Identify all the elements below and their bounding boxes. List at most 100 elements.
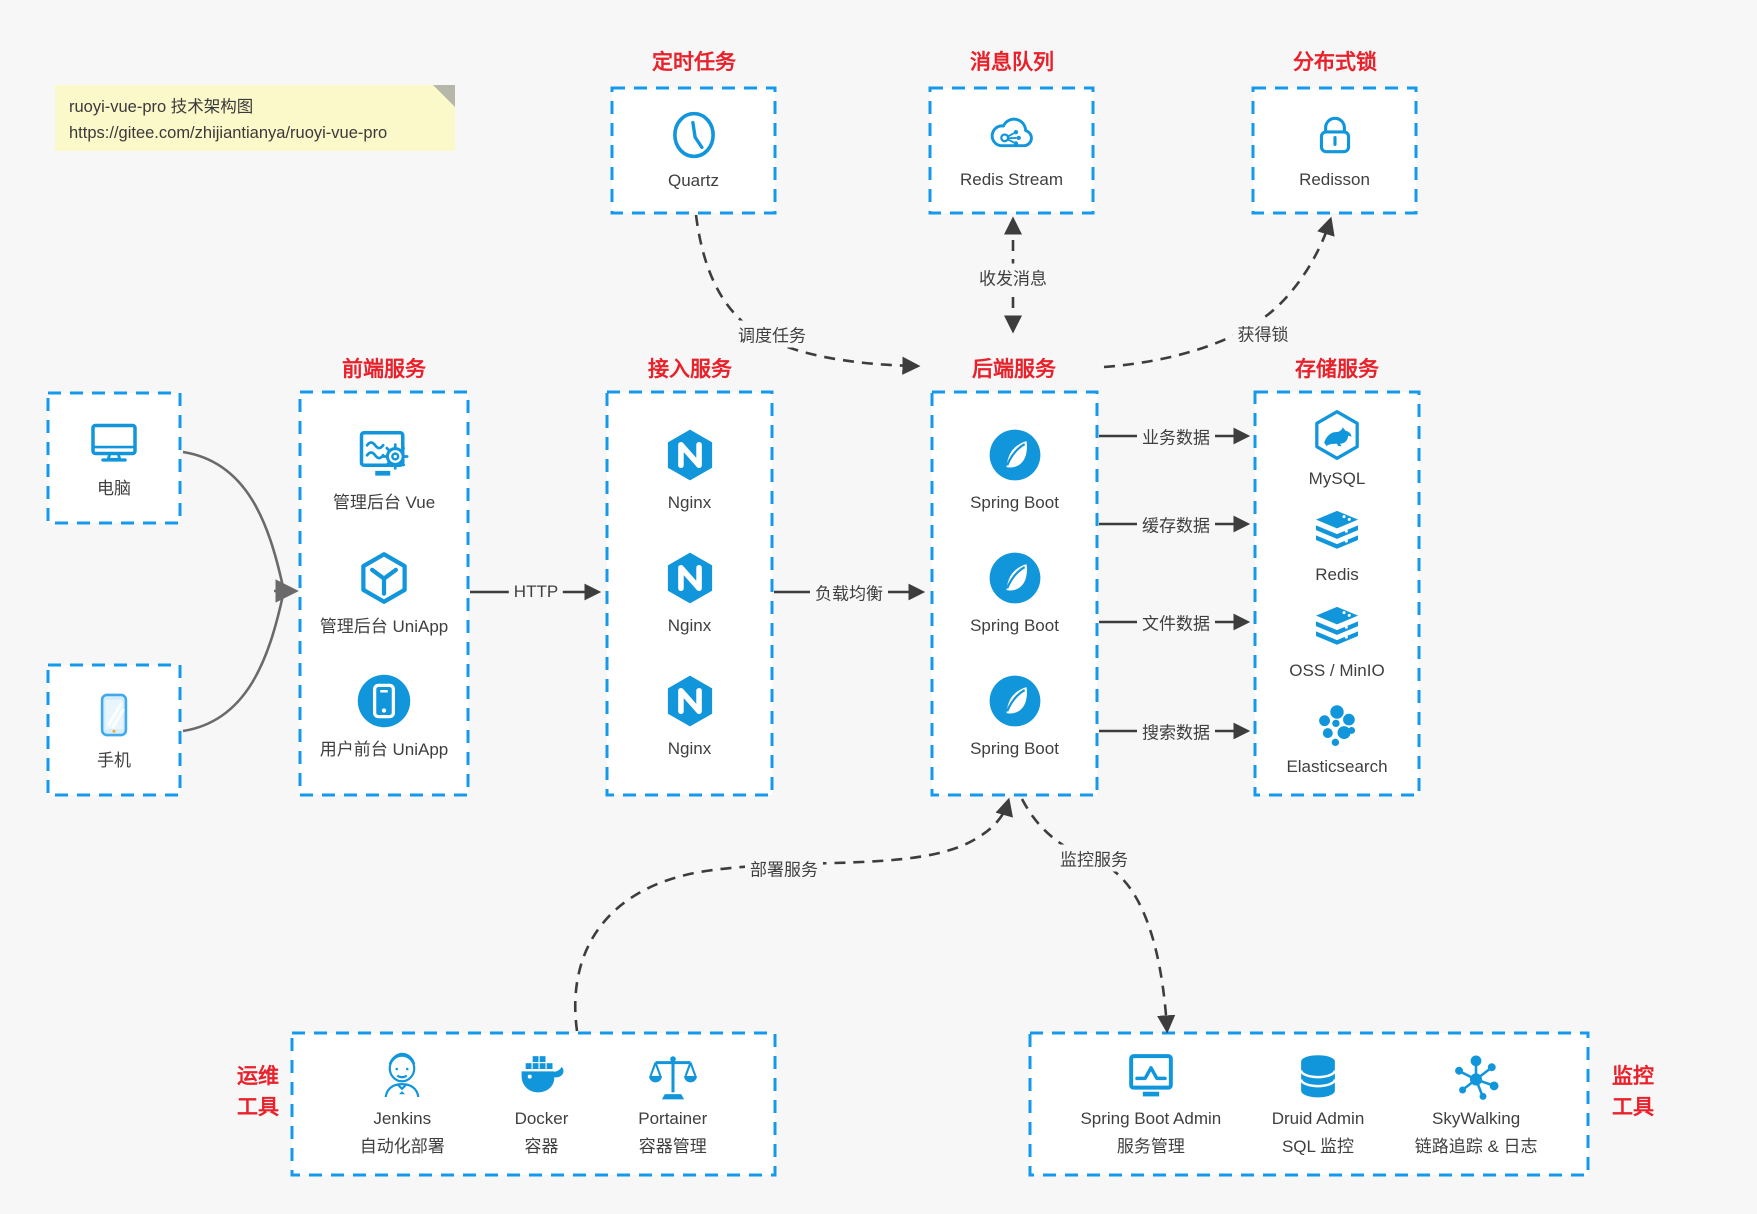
monitor-tools-group: Spring Boot Admin 服务管理 Druid Admin SQL 监… [1030, 1033, 1588, 1175]
spring-boot-icon [986, 672, 1044, 730]
nginx-node: Nginx [661, 672, 719, 762]
device-label: 电脑 [97, 478, 131, 498]
sticky-note: ruoyi-vue-pro 技术架构图 https://gitee.com/zh… [55, 85, 455, 151]
mysql-icon [1309, 407, 1365, 463]
user-app-phone-icon [354, 671, 414, 731]
tool-name: Jenkins [373, 1109, 432, 1129]
mysql-node: MySQL [1308, 407, 1366, 492]
node-label: Spring Boot [970, 738, 1059, 758]
docker-node: Docker 容器 [513, 1048, 571, 1159]
note-fold-corner [433, 85, 455, 107]
druid-admin-node: Druid Admin SQL 监控 [1271, 1048, 1365, 1159]
oss-minio-node: OSS / MinIO [1289, 603, 1385, 684]
edge-label-deploy: 部署服务 [745, 854, 823, 882]
device-label: 手机 [97, 750, 131, 770]
node-label: 管理后台 Vue [332, 493, 436, 513]
monitor-tools-side-label: 监控 工具 [1612, 1065, 1654, 1119]
ops-tools-side-label: 运维 工具 [237, 1065, 279, 1119]
spring-boot-icon [986, 549, 1044, 607]
jenkins-icon [374, 1048, 430, 1104]
tool-name: Portainer [638, 1109, 708, 1129]
node-label: Redis [1315, 565, 1359, 585]
cloud-stream-icon [983, 108, 1041, 162]
tool-sub: 链路追踪 & 日志 [1414, 1137, 1538, 1156]
admin-vue-node: 管理后台 Vue [333, 424, 435, 516]
elasticsearch-node: Elasticsearch [1286, 699, 1388, 780]
node-label: Nginx [667, 492, 712, 512]
edge-label-business-data: 业务数据 [1137, 422, 1215, 450]
tool-sub: 容器管理 [638, 1137, 707, 1156]
spring-boot-admin-node: Spring Boot Admin 服务管理 [1080, 1048, 1221, 1159]
redis-stack-icon [1309, 507, 1365, 559]
nginx-node: Nginx [661, 426, 719, 516]
elasticsearch-icon [1310, 699, 1364, 751]
skywalking-node: SkyWalking 链路追踪 & 日志 [1415, 1048, 1538, 1159]
nginx-node: Nginx [661, 549, 719, 639]
user-uniapp-node: 用户前台 UniApp [320, 671, 448, 763]
spring-boot-node: Spring Boot [970, 549, 1059, 639]
redis-stream-node: Redis Stream [930, 88, 1093, 213]
node-label: Elasticsearch [1286, 757, 1388, 777]
tool-name: Spring Boot Admin [1080, 1109, 1222, 1129]
group-title-scheduled-task: 定时任务 [652, 51, 736, 74]
node-label: OSS / MinIO [1289, 661, 1385, 681]
nginx-icon [661, 426, 719, 484]
portainer-node: Portainer 容器管理 [638, 1048, 707, 1159]
edge-label-monitoring: 监控服务 [1055, 844, 1133, 872]
mobile-icon [88, 687, 140, 743]
tool-name: Druid Admin [1271, 1109, 1365, 1129]
portainer-scales-icon [645, 1048, 701, 1104]
admin-screen-gear-icon [353, 424, 415, 484]
tool-sub: 自动化部署 [359, 1137, 445, 1156]
nginx-icon [661, 549, 719, 607]
node-label: Spring Boot [970, 492, 1059, 512]
skywalking-icon [1448, 1048, 1504, 1104]
tool-name: SkyWalking [1432, 1109, 1521, 1129]
edge-label-load-balance: 负载均衡 [810, 578, 888, 606]
group-title-frontend: 前端服务 [342, 358, 426, 381]
node-label: Redisson [1299, 169, 1370, 189]
pc-device-node: 电脑 [48, 393, 180, 523]
frontend-group: 管理后台 Vue 管理后台 UniApp 用户前台 UniApp [300, 392, 468, 795]
redisson-node: Redisson [1253, 88, 1416, 213]
druid-database-icon [1291, 1048, 1345, 1104]
dashed-relation-arrows [573, 214, 1335, 1034]
node-label: Quartz [667, 170, 720, 190]
edge-label-message: 收发消息 [974, 263, 1052, 291]
tool-name: Docker [514, 1109, 569, 1129]
node-label: Nginx [667, 615, 712, 635]
spring-boot-node: Spring Boot [970, 426, 1059, 516]
node-label: 用户前台 UniApp [319, 740, 449, 760]
spring-boot-node: Spring Boot [970, 672, 1059, 762]
edge-label-cache-data: 缓存数据 [1137, 510, 1215, 538]
edge-label-file-data: 文件数据 [1137, 608, 1215, 636]
backend-group: Spring Boot Spring Boot Spring Boot [932, 392, 1097, 795]
group-title-backend: 后端服务 [972, 358, 1056, 381]
node-label: Spring Boot [970, 615, 1059, 635]
group-title-gateway: 接入服务 [648, 358, 732, 381]
ops-tools-group: Jenkins 自动化部署 Docker 容器 [292, 1033, 775, 1175]
tool-sub: 服务管理 [1116, 1137, 1185, 1156]
edge-label-search-data: 搜索数据 [1137, 717, 1215, 745]
spring-boot-admin-icon [1123, 1048, 1179, 1104]
group-title-message-queue: 消息队列 [970, 51, 1054, 74]
edge-label-schedule: 调度任务 [733, 320, 811, 348]
node-label: MySQL [1308, 469, 1366, 489]
spring-boot-icon [986, 426, 1044, 484]
lock-icon [1310, 109, 1360, 161]
redis-node: Redis [1309, 507, 1365, 588]
edge-label-lock: 获得锁 [1232, 319, 1294, 347]
group-title-storage: 存储服务 [1295, 358, 1379, 381]
desktop-icon [85, 415, 143, 471]
storage-group: MySQL Redis OSS / MinIO Elasticsearch [1255, 392, 1419, 795]
tool-sub: SQL 监控 [1281, 1137, 1355, 1156]
node-label: Redis Stream [960, 170, 1063, 190]
node-label: Nginx [667, 738, 712, 758]
admin-uniapp-node: 管理后台 UniApp [320, 548, 448, 640]
tool-sub: 容器 [524, 1137, 559, 1156]
uniapp-cube-icon [354, 548, 414, 608]
group-title-distributed-lock: 分布式锁 [1293, 51, 1377, 74]
note-title: ruoyi-vue-pro 技术架构图 [69, 98, 254, 116]
